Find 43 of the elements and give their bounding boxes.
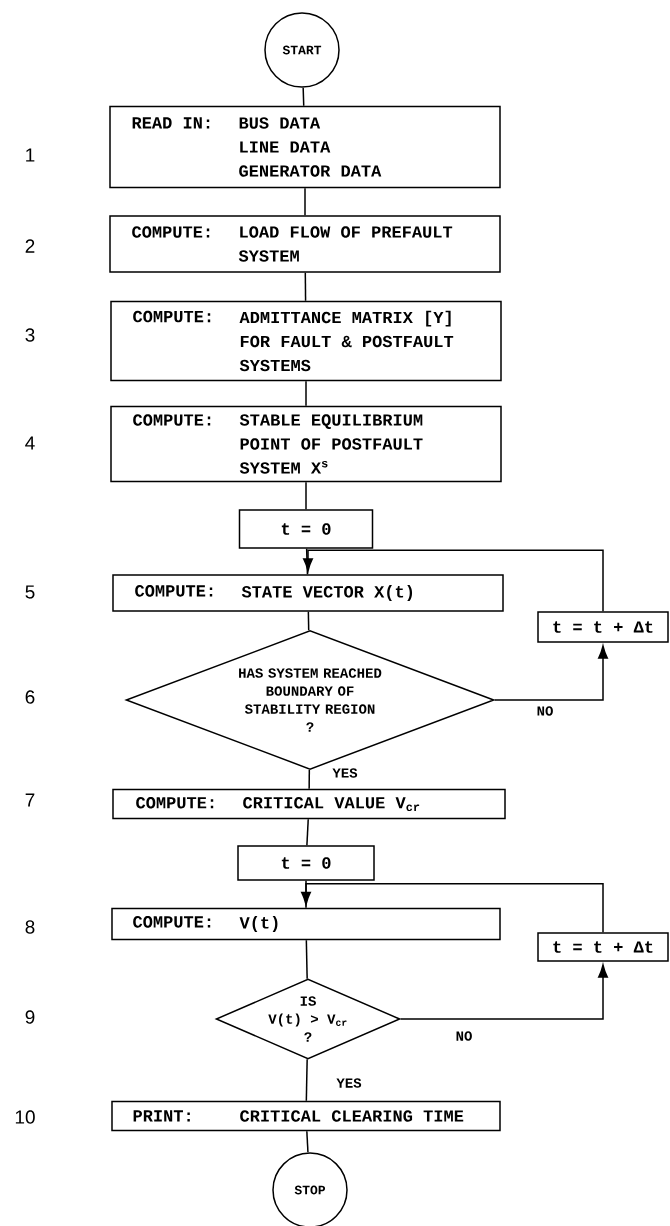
step-number: 2 [25, 239, 35, 253]
connector [305, 880, 307, 909]
process-box: COMPUTE: STABLE EQUILIBRIUM POINT OF POSTFAULT SYSTEM X$^{s}$ [110, 405, 502, 483]
connector [305, 939, 308, 980]
connector [305, 1058, 308, 1102]
connector [304, 187, 306, 216]
step-number: 6 [25, 690, 35, 704]
process-box: READ IN: BUS DATA LINE DATA GENERATOR DATA [109, 105, 501, 189]
process-box: t = t + Δt [537, 932, 669, 962]
connector [305, 548, 309, 575]
connector [306, 818, 309, 846]
step-number: 1 [26, 148, 35, 162]
connector [305, 380, 307, 407]
edge-label: YES [335, 1077, 363, 1089]
connector [307, 611, 310, 632]
connector [306, 1130, 309, 1154]
process-box: t = t + Δt [537, 611, 669, 643]
connector [303, 549, 604, 612]
step-number: 7 [25, 793, 35, 807]
connector [302, 87, 305, 107]
process-box: t = 0 [238, 509, 374, 549]
step-number: 10 [15, 1110, 35, 1124]
connector [301, 883, 604, 933]
edge-label: NO [454, 1030, 474, 1042]
process-box: t = 0 [237, 845, 375, 881]
edge-label: YES [331, 767, 359, 779]
connector [304, 272, 307, 302]
step-number: 3 [25, 328, 35, 342]
edge-label: NO [535, 705, 555, 717]
connector [305, 481, 307, 510]
process-box: COMPUTE: STATE VECTOR X(t) [112, 574, 504, 612]
process-box: COMPUTE: CRITICAL VALUE V$_{cr}$ [112, 788, 506, 820]
process-box: PRINT: CRITICAL CLEARING TIME [111, 1100, 501, 1132]
process-box: COMPUTE: LOAD FLOW OF PREFAULT SYSTEM [109, 215, 501, 273]
connector [308, 769, 311, 790]
connector [493, 645, 608, 701]
step-number: 8 [25, 920, 35, 934]
step-number: 9 [25, 1010, 35, 1024]
process-box: COMPUTE: ADMITTANCE MATRIX [Y] FOR FAULT & POSTFAULT SYSTEMS [110, 300, 502, 382]
step-number: 5 [25, 585, 35, 599]
process-box: COMPUTE: V(t) [111, 907, 501, 941]
connector [399, 964, 608, 1020]
step-number: 4 [25, 436, 35, 450]
